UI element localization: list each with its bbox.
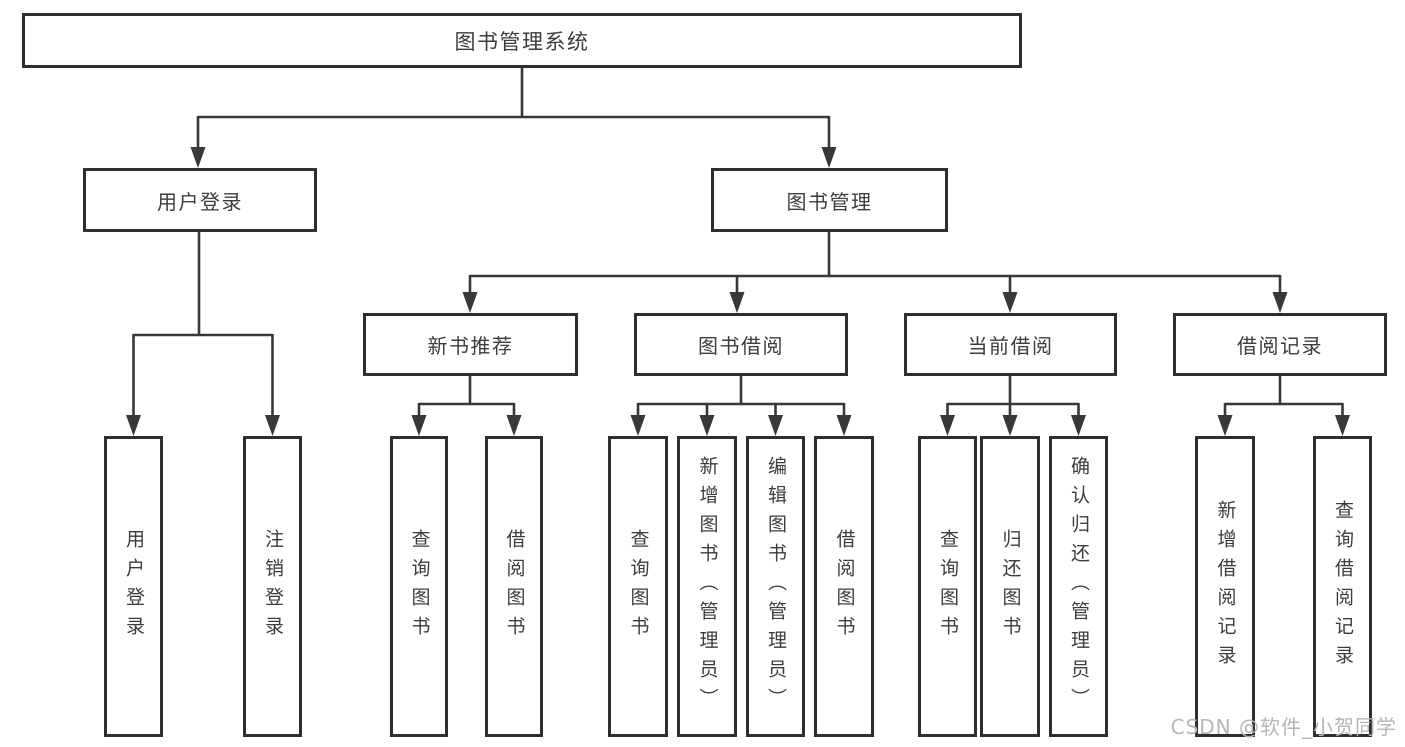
node-leaf-query-borrow-record: 查询借阅记录: [1313, 436, 1372, 737]
node-leaf-edit-books-admin: 编辑图书（管理员）: [746, 436, 805, 737]
node-leaf-logout: 注销登录: [243, 436, 302, 737]
node-leaf-query-books-2: 查询图书: [608, 436, 668, 737]
node-label: 新增借阅记录: [1214, 499, 1237, 674]
arrowheads: [126, 147, 1350, 436]
node-label: 查询图书: [937, 528, 959, 645]
node-label: 当前借阅: [967, 334, 1054, 358]
node-leaf-query-books-1: 查询图书: [390, 436, 448, 737]
node-label: 图书管理系统: [454, 29, 590, 54]
node-book-management: 图书管理: [711, 168, 948, 232]
node-leaf-return-books: 归还图书: [980, 436, 1040, 737]
node-leaf-confirm-return-admin: 确认归还（管理员）: [1049, 436, 1108, 737]
node-label: 用户登录: [157, 189, 243, 214]
node-leaf-add-books-admin: 新增图书（管理员）: [677, 436, 737, 737]
node-leaf-borrow-books-2: 借阅图书: [814, 436, 874, 737]
node-leaf-query-books-3: 查询图书: [918, 436, 977, 737]
node-leaf-user-login: 用户登录: [104, 436, 163, 737]
node-label: 归还图书: [999, 528, 1022, 645]
csdn-watermark: CSDN @软件_小贺同学: [1170, 715, 1397, 739]
node-book-borrowing: 图书借阅: [634, 313, 848, 376]
node-borrowing-records: 借阅记录: [1173, 313, 1387, 376]
node-new-book-recommend: 新书推荐: [363, 313, 578, 376]
node-label: 借阅图书: [833, 528, 856, 645]
node-leaf-borrow-books-1: 借阅图书: [485, 436, 543, 737]
node-label: 确认归还（管理员）: [1068, 456, 1090, 717]
node-label: 图书管理: [786, 189, 873, 214]
node-label: 编辑图书（管理员）: [765, 456, 787, 717]
node-label: 图书借阅: [698, 334, 784, 358]
node-label: 借阅图书: [503, 528, 526, 645]
node-label: 查询借阅记录: [1332, 499, 1354, 674]
node-label: 新增图书（管理员）: [696, 456, 719, 717]
node-label: 用户登录: [123, 528, 145, 645]
node-label: 新书推荐: [427, 334, 514, 358]
node-current-borrowing: 当前借阅: [904, 313, 1117, 376]
node-library-management-system: 图书管理系统: [22, 13, 1022, 68]
node-label: 查询图书: [408, 528, 431, 645]
node-label: 借阅记录: [1237, 334, 1323, 358]
node-leaf-add-borrow-record: 新增借阅记录: [1195, 436, 1255, 737]
node-label: 注销登录: [262, 528, 284, 645]
node-user-login: 用户登录: [83, 168, 317, 232]
node-label: 查询图书: [627, 528, 650, 645]
